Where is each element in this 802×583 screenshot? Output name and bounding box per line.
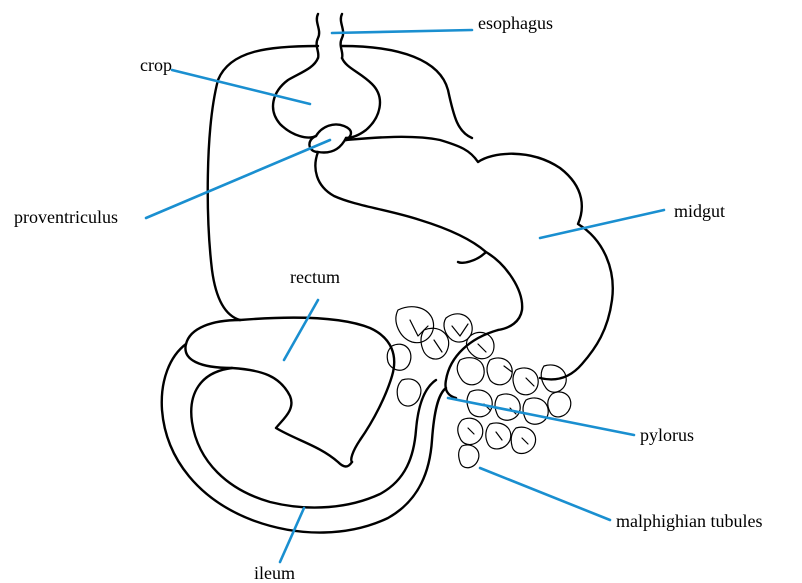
- leader-esophagus: [332, 30, 472, 33]
- ileum-outer: [162, 344, 446, 533]
- rectum-outline: [185, 320, 352, 467]
- leader-ileum: [280, 508, 304, 562]
- rectum-inner-outline: [240, 318, 394, 462]
- label-esophagus: esophagus: [478, 14, 553, 32]
- midgut-inner-outline: [315, 152, 522, 330]
- leader-crop: [172, 70, 310, 104]
- label-midgut: midgut: [674, 202, 725, 220]
- label-pylorus: pylorus: [640, 426, 694, 444]
- label-crop: crop: [140, 56, 172, 74]
- leader-rectum: [284, 300, 318, 360]
- leader-midgut: [540, 210, 664, 238]
- label-malphighian-tubules: malphighian tubules: [616, 512, 762, 530]
- esophagus-outline-right: [341, 14, 344, 58]
- label-rectum: rectum: [290, 268, 340, 286]
- leader-lines: [146, 30, 664, 562]
- ileum-inner: [191, 368, 436, 508]
- label-proventriculus: proventriculus: [14, 208, 118, 226]
- proventriculus-outline: [309, 124, 351, 152]
- leader-malphighian-tubules: [480, 468, 610, 520]
- label-ileum: ileum: [254, 564, 295, 582]
- leader-proventriculus: [146, 140, 330, 218]
- foregut-loop-right: [342, 46, 472, 138]
- esophagus-outline: [317, 14, 320, 58]
